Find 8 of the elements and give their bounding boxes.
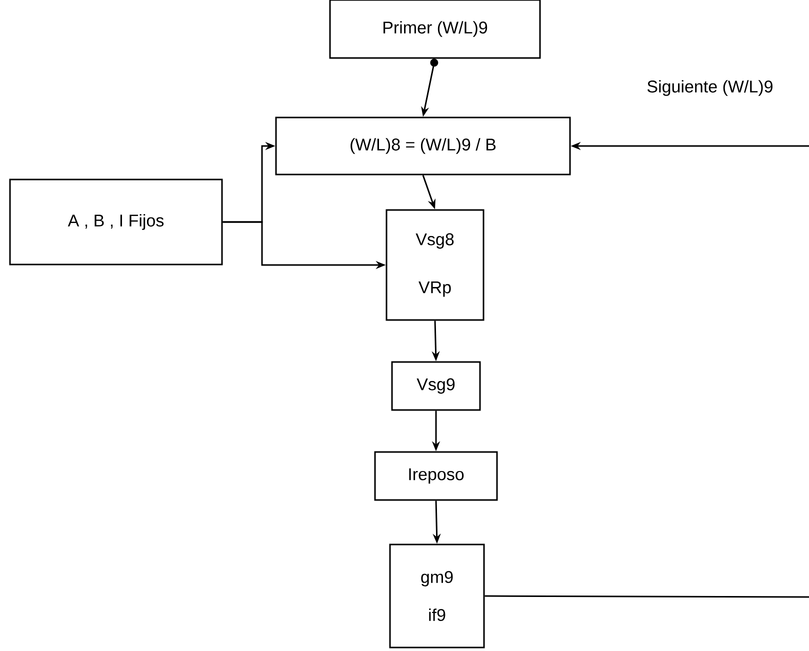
process-box: Ireposo <box>374 451 498 501</box>
edge-label: Siguiente (W/L)9 <box>646 79 774 97</box>
process-box: A , B , I Fijos <box>9 178 223 266</box>
process-box: (W/L)8 = (W/L)9 / B <box>275 116 571 176</box>
process-box: Primer (W/L)9 <box>329 0 541 59</box>
process-box: gm9 if9 <box>389 544 485 648</box>
process-box: Vsg9 <box>391 361 481 411</box>
process-box: Vsg8 VRp <box>386 209 484 321</box>
